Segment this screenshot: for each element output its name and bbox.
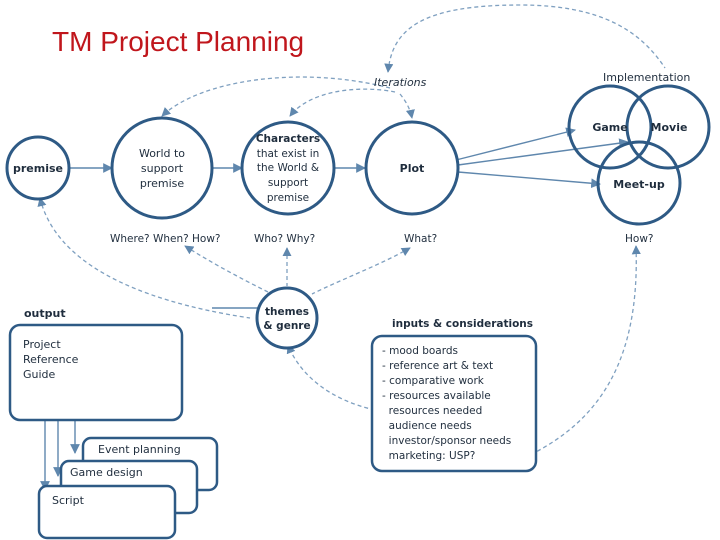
characters-label-4: support [268, 177, 308, 189]
iteration-arc-world [161, 76, 391, 117]
output-box [8, 323, 184, 422]
characters-label-3: the World & [257, 162, 319, 174]
premise-label: premise [13, 162, 63, 175]
what-label: What? [404, 233, 437, 245]
iterations-label: Iterations [374, 76, 427, 89]
inputs-item-6: audience needs [382, 420, 472, 432]
world-label-3: premise [140, 177, 185, 190]
inputs-item-3: - comparative work [382, 375, 485, 387]
script-card [37, 484, 177, 540]
output-item-1: Project [23, 338, 61, 351]
iteration-arc-characters [289, 88, 396, 117]
dash-what-themes [311, 247, 411, 295]
inputs-item-8: marketing: USP? [382, 450, 475, 462]
plot-node [364, 120, 460, 216]
meetup-node [596, 140, 682, 226]
themes-label-2: & genre [263, 320, 310, 332]
characters-label-2: that exist in [257, 148, 320, 160]
movie-label: Movie [651, 121, 688, 134]
game-design-label: Game design [70, 466, 143, 479]
world-node [110, 116, 214, 220]
how-label: How? [625, 233, 653, 245]
where-when-how-label: Where? When? How? [110, 233, 221, 245]
plot-label: Plot [400, 162, 425, 175]
dash-premise-output [37, 197, 251, 319]
inputs-item-4: - resources available [382, 390, 491, 402]
characters-label-1: Characters [256, 133, 320, 145]
who-why-label: Who? Why? [254, 233, 315, 245]
inputs-box [370, 334, 538, 473]
output-item-3: Guide [23, 368, 56, 381]
dash-how-inputs [529, 245, 641, 456]
game-node [567, 84, 653, 170]
inputs-item-2: - reference art & text [382, 360, 493, 372]
world-label-1: World to [139, 147, 185, 160]
themes-node [255, 286, 319, 350]
movie-node [625, 84, 711, 170]
inputs-item-5: resources needed [382, 405, 482, 417]
link-plot-game [455, 127, 576, 161]
output-heading: output [24, 307, 66, 320]
event-planning-label: Event planning [98, 443, 181, 456]
inputs-item-1: - mood boards [382, 345, 458, 357]
dash-where-themes [184, 245, 269, 293]
inputs-heading: inputs & considerations [392, 318, 533, 330]
meetup-label: Meet-up [613, 178, 665, 191]
world-label-2: support [141, 162, 184, 175]
output-item-2: Reference [23, 353, 79, 366]
characters-node [240, 120, 336, 216]
link-plot-meetup [457, 171, 601, 189]
page-title: TM Project Planning [52, 26, 305, 57]
inputs-item-7: investor/sponsor needs [382, 435, 511, 447]
script-label: Script [52, 494, 85, 507]
implementation-label: Implementation [603, 71, 690, 84]
dash-inputs-themes [286, 344, 376, 411]
link-plot-movie [457, 138, 629, 166]
premise-node [5, 135, 71, 201]
iteration-arc-top [384, 4, 666, 73]
characters-label-5: premise [267, 192, 309, 204]
iteration-arc-plot [399, 93, 415, 119]
game-label: Game [592, 121, 627, 134]
themes-label-1: themes [265, 306, 309, 318]
